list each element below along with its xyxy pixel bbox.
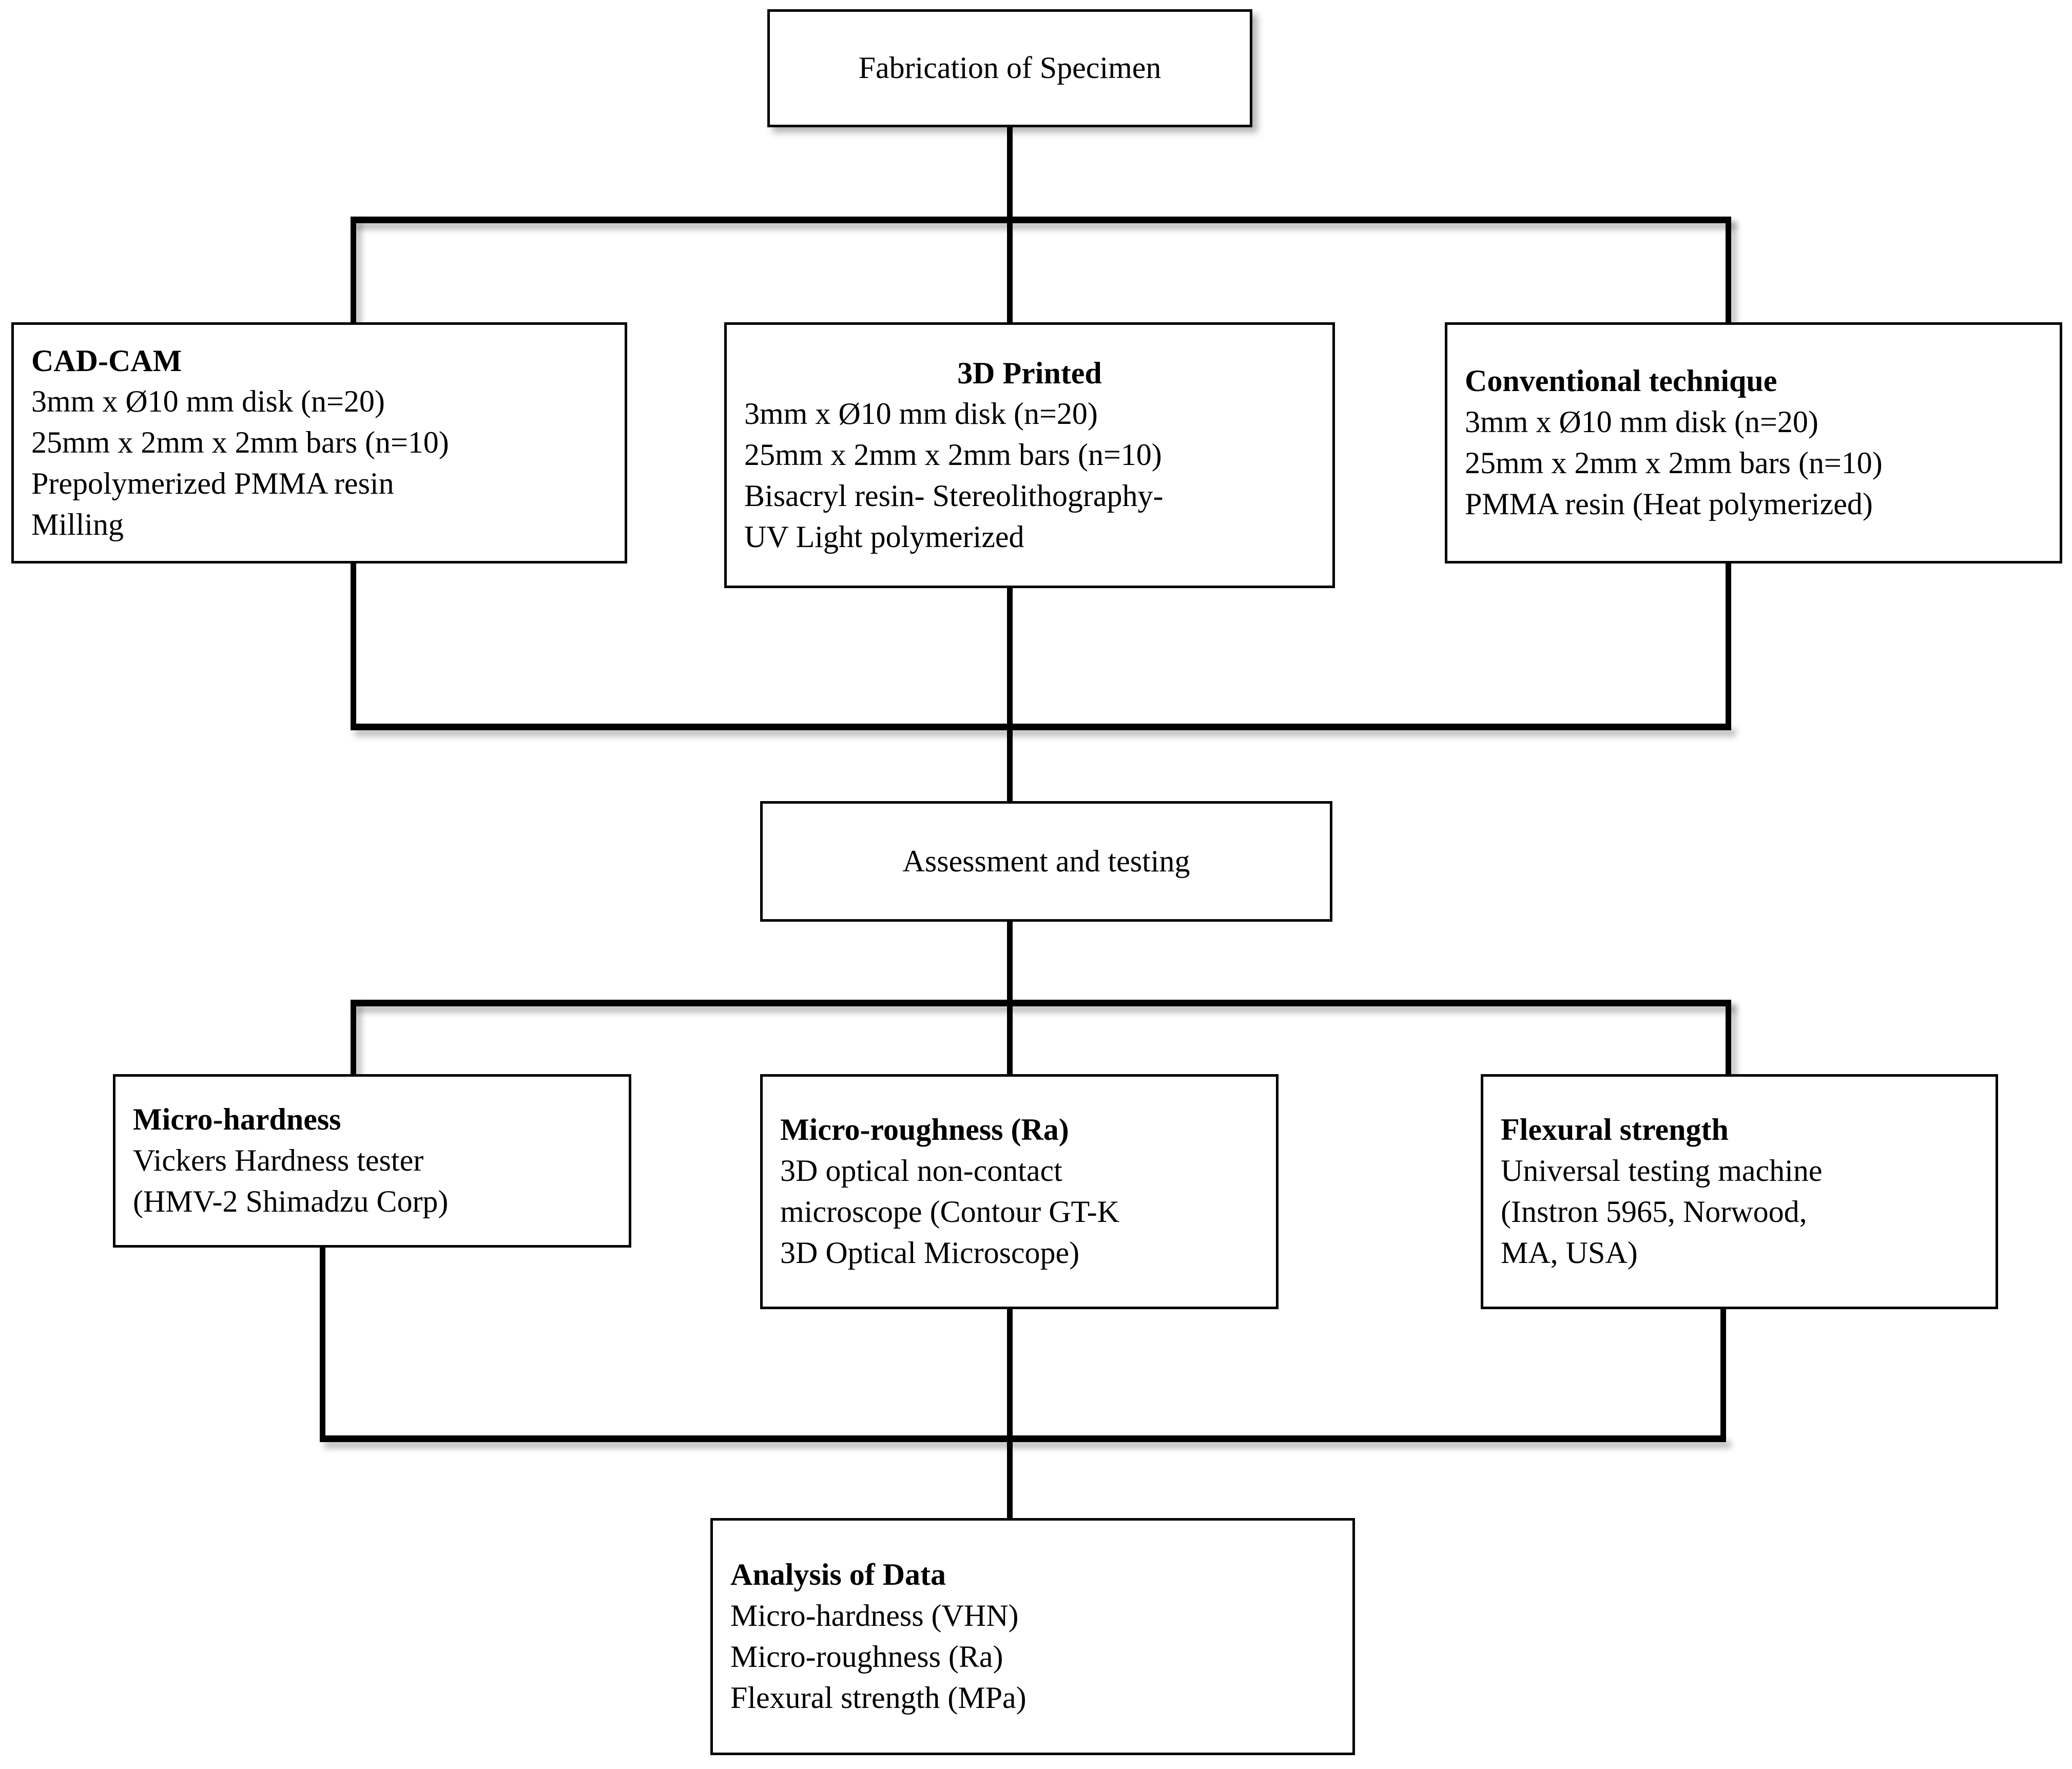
node-assessment-and-testing: Assessment and testing xyxy=(760,801,1332,922)
connector-split-right-drop-row1 xyxy=(1726,217,1731,325)
node-fabrication-of-specimen: Fabrication of Specimen xyxy=(767,9,1252,127)
node-cad-cam: CAD-CAM 3mm x Ø10 mm disk (n=20) 25mm x … xyxy=(11,322,627,563)
connector-3d-printed-down xyxy=(1007,585,1013,730)
node-3d-printed-line-2: 25mm x 2mm x 2mm bars (n=10) xyxy=(744,438,1162,472)
connector-micro-hardness-down xyxy=(320,1245,325,1442)
node-cad-cam-line-2: 25mm x 2mm x 2mm bars (n=10) xyxy=(31,425,449,460)
node-fabrication-label: Fabrication of Specimen xyxy=(858,51,1161,85)
node-micro-roughness-title: Micro-roughness (Ra) xyxy=(780,1113,1069,1147)
node-micro-hardness-line-1: Vickers Hardness tester xyxy=(133,1143,424,1178)
node-3d-printed-title: 3D Printed xyxy=(957,356,1102,390)
node-flexural-strength-line-2: (Instron 5965, Norwood, xyxy=(1501,1195,1807,1229)
connector-split-bar-row2 xyxy=(351,1000,1731,1006)
node-3d-printed-body: 3D Printed 3mm x Ø10 mm disk (n=20) 25mm… xyxy=(727,325,1332,586)
node-conventional-technique-line-1: 3mm x Ø10 mm disk (n=20) xyxy=(1465,405,1818,439)
node-cad-cam-body: CAD-CAM 3mm x Ø10 mm disk (n=20) 25mm x … xyxy=(14,325,625,561)
node-assessment-label: Assessment and testing xyxy=(902,844,1190,878)
node-fabrication-body: Fabrication of Specimen xyxy=(770,12,1250,125)
node-analysis-of-data-title: Analysis of Data xyxy=(730,1558,946,1592)
connector-split-right-drop-row2 xyxy=(1726,1000,1731,1078)
node-flexural-strength: Flexural strength Universal testing mach… xyxy=(1481,1074,1998,1309)
node-analysis-of-data: Analysis of Data Micro-hardness (VHN) Mi… xyxy=(710,1518,1355,1755)
connector-flexural-strength-down xyxy=(1720,1306,1726,1442)
node-micro-roughness-line-3: 3D Optical Microscope) xyxy=(780,1235,1080,1270)
node-conventional-technique-title: Conventional technique xyxy=(1465,364,1777,398)
connector-merge-to-analysis xyxy=(1007,1435,1013,1522)
node-flexural-strength-body: Flexural strength Universal testing mach… xyxy=(1483,1077,1996,1307)
connector-merge-bar-row2 xyxy=(320,1435,1726,1442)
connector-merge-bar-row1 xyxy=(351,724,1731,730)
connector-fabrication-down xyxy=(1007,125,1013,222)
node-micro-roughness: Micro-roughness (Ra) 3D optical non-cont… xyxy=(760,1074,1279,1309)
node-micro-hardness: Micro-hardness Vickers Hardness tester (… xyxy=(113,1074,631,1248)
connector-merge-to-assessment xyxy=(1007,724,1013,834)
node-cad-cam-title: CAD-CAM xyxy=(31,343,182,378)
node-micro-roughness-body: Micro-roughness (Ra) 3D optical non-cont… xyxy=(763,1077,1276,1307)
node-3d-printed-line-3: Bisacryl resin- Stereolithography- xyxy=(744,478,1164,513)
node-micro-roughness-line-2: microscope (Contour GT-K xyxy=(780,1195,1119,1229)
node-cad-cam-line-3: Prepolymerized PMMA resin xyxy=(31,466,394,500)
node-micro-hardness-title: Micro-hardness xyxy=(133,1102,341,1137)
node-micro-roughness-line-1: 3D optical non-contact xyxy=(780,1154,1062,1188)
connector-split-left-drop-row1 xyxy=(351,217,356,325)
node-3d-printed: 3D Printed 3mm x Ø10 mm disk (n=20) 25mm… xyxy=(724,322,1335,588)
node-cad-cam-line-1: 3mm x Ø10 mm disk (n=20) xyxy=(31,384,385,419)
node-cad-cam-line-4: Milling xyxy=(31,507,124,541)
node-conventional-technique: Conventional technique 3mm x Ø10 mm disk… xyxy=(1445,322,2062,563)
node-micro-hardness-line-2: (HMV-2 Shimadzu Corp) xyxy=(133,1184,449,1218)
node-analysis-of-data-line-1: Micro-hardness (VHN) xyxy=(730,1599,1019,1633)
connector-split-center-drop-row1 xyxy=(1007,217,1013,325)
connector-split-center-drop-row2 xyxy=(1007,1000,1013,1078)
node-3d-printed-line-4: UV Light polymerized xyxy=(744,519,1024,554)
node-conventional-technique-line-3: PMMA resin (Heat polymerized) xyxy=(1465,487,1873,521)
node-flexural-strength-line-3: MA, USA) xyxy=(1501,1235,1638,1270)
node-flexural-strength-title: Flexural strength xyxy=(1501,1113,1729,1147)
node-3d-printed-line-1: 3mm x Ø10 mm disk (n=20) xyxy=(744,397,1098,431)
connector-split-left-drop-row2 xyxy=(351,1000,356,1078)
node-flexural-strength-line-1: Universal testing machine xyxy=(1501,1154,1823,1188)
connector-conventional-down xyxy=(1726,560,1731,730)
node-assessment-body: Assessment and testing xyxy=(763,804,1330,919)
node-conventional-technique-line-2: 25mm x 2mm x 2mm bars (n=10) xyxy=(1465,446,1883,480)
node-conventional-technique-body: Conventional technique 3mm x Ø10 mm disk… xyxy=(1447,325,2060,561)
node-analysis-of-data-body: Analysis of Data Micro-hardness (VHN) Mi… xyxy=(713,1521,1352,1753)
node-analysis-of-data-line-2: Micro-roughness (Ra) xyxy=(730,1640,1003,1674)
node-analysis-of-data-line-3: Flexural strength (MPa) xyxy=(730,1680,1027,1715)
connector-cad-cam-down xyxy=(351,560,356,730)
connector-micro-roughness-down xyxy=(1007,1306,1013,1442)
connector-split-bar-row1 xyxy=(351,217,1731,223)
connector-assessment-down xyxy=(1007,919,1013,1004)
node-micro-hardness-body: Micro-hardness Vickers Hardness tester (… xyxy=(115,1077,629,1245)
